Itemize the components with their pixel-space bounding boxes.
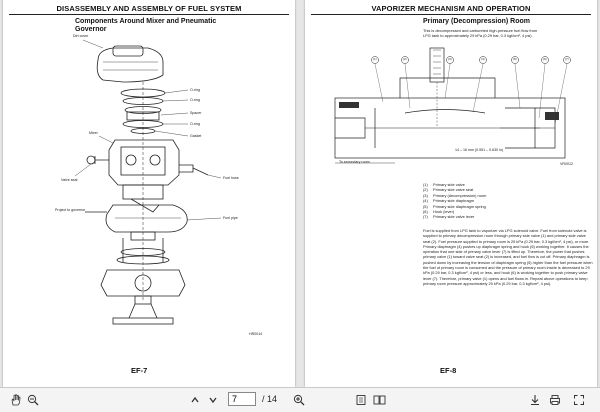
left-section-title-line1: Components Around Mixer and Pneumatic (75, 18, 217, 25)
right-intro-line-2: LPG tank to approximately 29 kPa (0.29 b… (423, 33, 533, 39)
callout-number-1: (1) (373, 57, 377, 61)
right-figure-code: VR0012 (560, 162, 573, 166)
fit-page-icon[interactable] (354, 392, 368, 407)
callout-o-ring-1: O-ring (190, 88, 200, 92)
parts-list-item: (3)Primary (decompression) room (423, 192, 487, 198)
parts-list-item: (4)Primary side diaphragm (423, 198, 475, 204)
callout-number-3: (3) (448, 57, 452, 61)
right-page-number: EF-8 (440, 366, 457, 375)
parts-list-item: (6)Hook (lever) (423, 209, 455, 215)
left-page-number: EF-7 (131, 366, 148, 375)
callout-o-ring-3: O-ring (190, 122, 200, 126)
callout-valve-seat: Valve seat (61, 178, 78, 182)
right-intro-text: This is decompressed and carbureted high… (423, 28, 593, 39)
parts-list-item: (5)Primary side diaphragm spring (423, 203, 486, 209)
left-section-title-line2: Governor (75, 26, 107, 33)
parts-list: (1)Primary side valve (2)Primary side va… (423, 182, 593, 220)
page-ef8: VAPORIZER MECHANISM AND OPERATION Primar… (305, 0, 597, 387)
operation-description: Fuel is supplied from LPG tank to vapori… (423, 228, 593, 286)
fullscreen-icon[interactable] (572, 392, 586, 407)
callout-fuel-hose: Fuel hose (223, 176, 239, 180)
zoom-out-icon[interactable] (26, 392, 40, 407)
page-ef7: DISASSEMBLY AND ASSEMBLY OF FUEL SYSTEM … (3, 0, 295, 387)
next-page-icon[interactable] (206, 392, 220, 407)
parts-list-item: (2)Primary side valve seat (423, 187, 474, 193)
page-total: / 14 (262, 394, 278, 404)
right-header-rule (311, 14, 591, 15)
callout-gasket: Gasket (190, 134, 202, 138)
callout-number-4: (4) (481, 57, 485, 61)
left-page-header: DISASSEMBLY AND ASSEMBLY OF FUEL SYSTEM (56, 4, 242, 13)
right-section-title: Primary (Decompression) Room (423, 18, 530, 25)
callout-number-5: (5) (513, 57, 517, 61)
parts-list-item: (1)Primary side valve (423, 182, 465, 187)
callout-o-ring-2: O-ring (190, 98, 200, 102)
hand-tool-icon[interactable] (8, 392, 22, 407)
previous-page-icon[interactable] (188, 392, 202, 407)
right-intro-line-1: This is decompressed and carbureted high… (423, 28, 538, 33)
two-page-icon[interactable] (372, 392, 386, 407)
page-number-input[interactable]: 7 (228, 392, 256, 406)
left-section-title: Components Around Mixer and Pneumatic Go… (75, 18, 235, 34)
callout-number-2: (2) (403, 57, 407, 61)
download-icon[interactable] (528, 392, 542, 407)
zoom-in-icon[interactable] (292, 392, 306, 407)
left-figure-code: HR0014 (249, 332, 263, 336)
left-header-rule (9, 14, 289, 15)
vaporizer-cross-section (334, 47, 571, 164)
callout-fuel-pipe: Fuel pipe (223, 216, 238, 220)
figure-label-secondary: To secondary room (339, 160, 370, 164)
callout-number-7: (7) (565, 57, 569, 61)
right-page-header: VAPORIZER MECHANISM AND OPERATION (371, 4, 531, 13)
callout-spacer: Spacer (190, 111, 202, 115)
callout-mixer: Mixer (89, 131, 98, 135)
document-viewer[interactable]: DISASSEMBLY AND ASSEMBLY OF FUEL SYSTEM … (0, 0, 600, 387)
mixer-exploded-diagram (74, 39, 222, 325)
figure-label-dimension: 14 – 16 mm (0.551 – 0.630 in) (455, 148, 504, 152)
parts-list-item: (7)Primary side valve lever (423, 214, 475, 220)
pdf-toolbar: 7 / 14 (0, 387, 600, 412)
print-icon[interactable] (548, 392, 562, 407)
callout-project-to-governor: Project to governor (55, 208, 86, 212)
callout-dust-cover: Dirt cover (73, 34, 89, 38)
callout-number-6: (6) (543, 57, 547, 61)
